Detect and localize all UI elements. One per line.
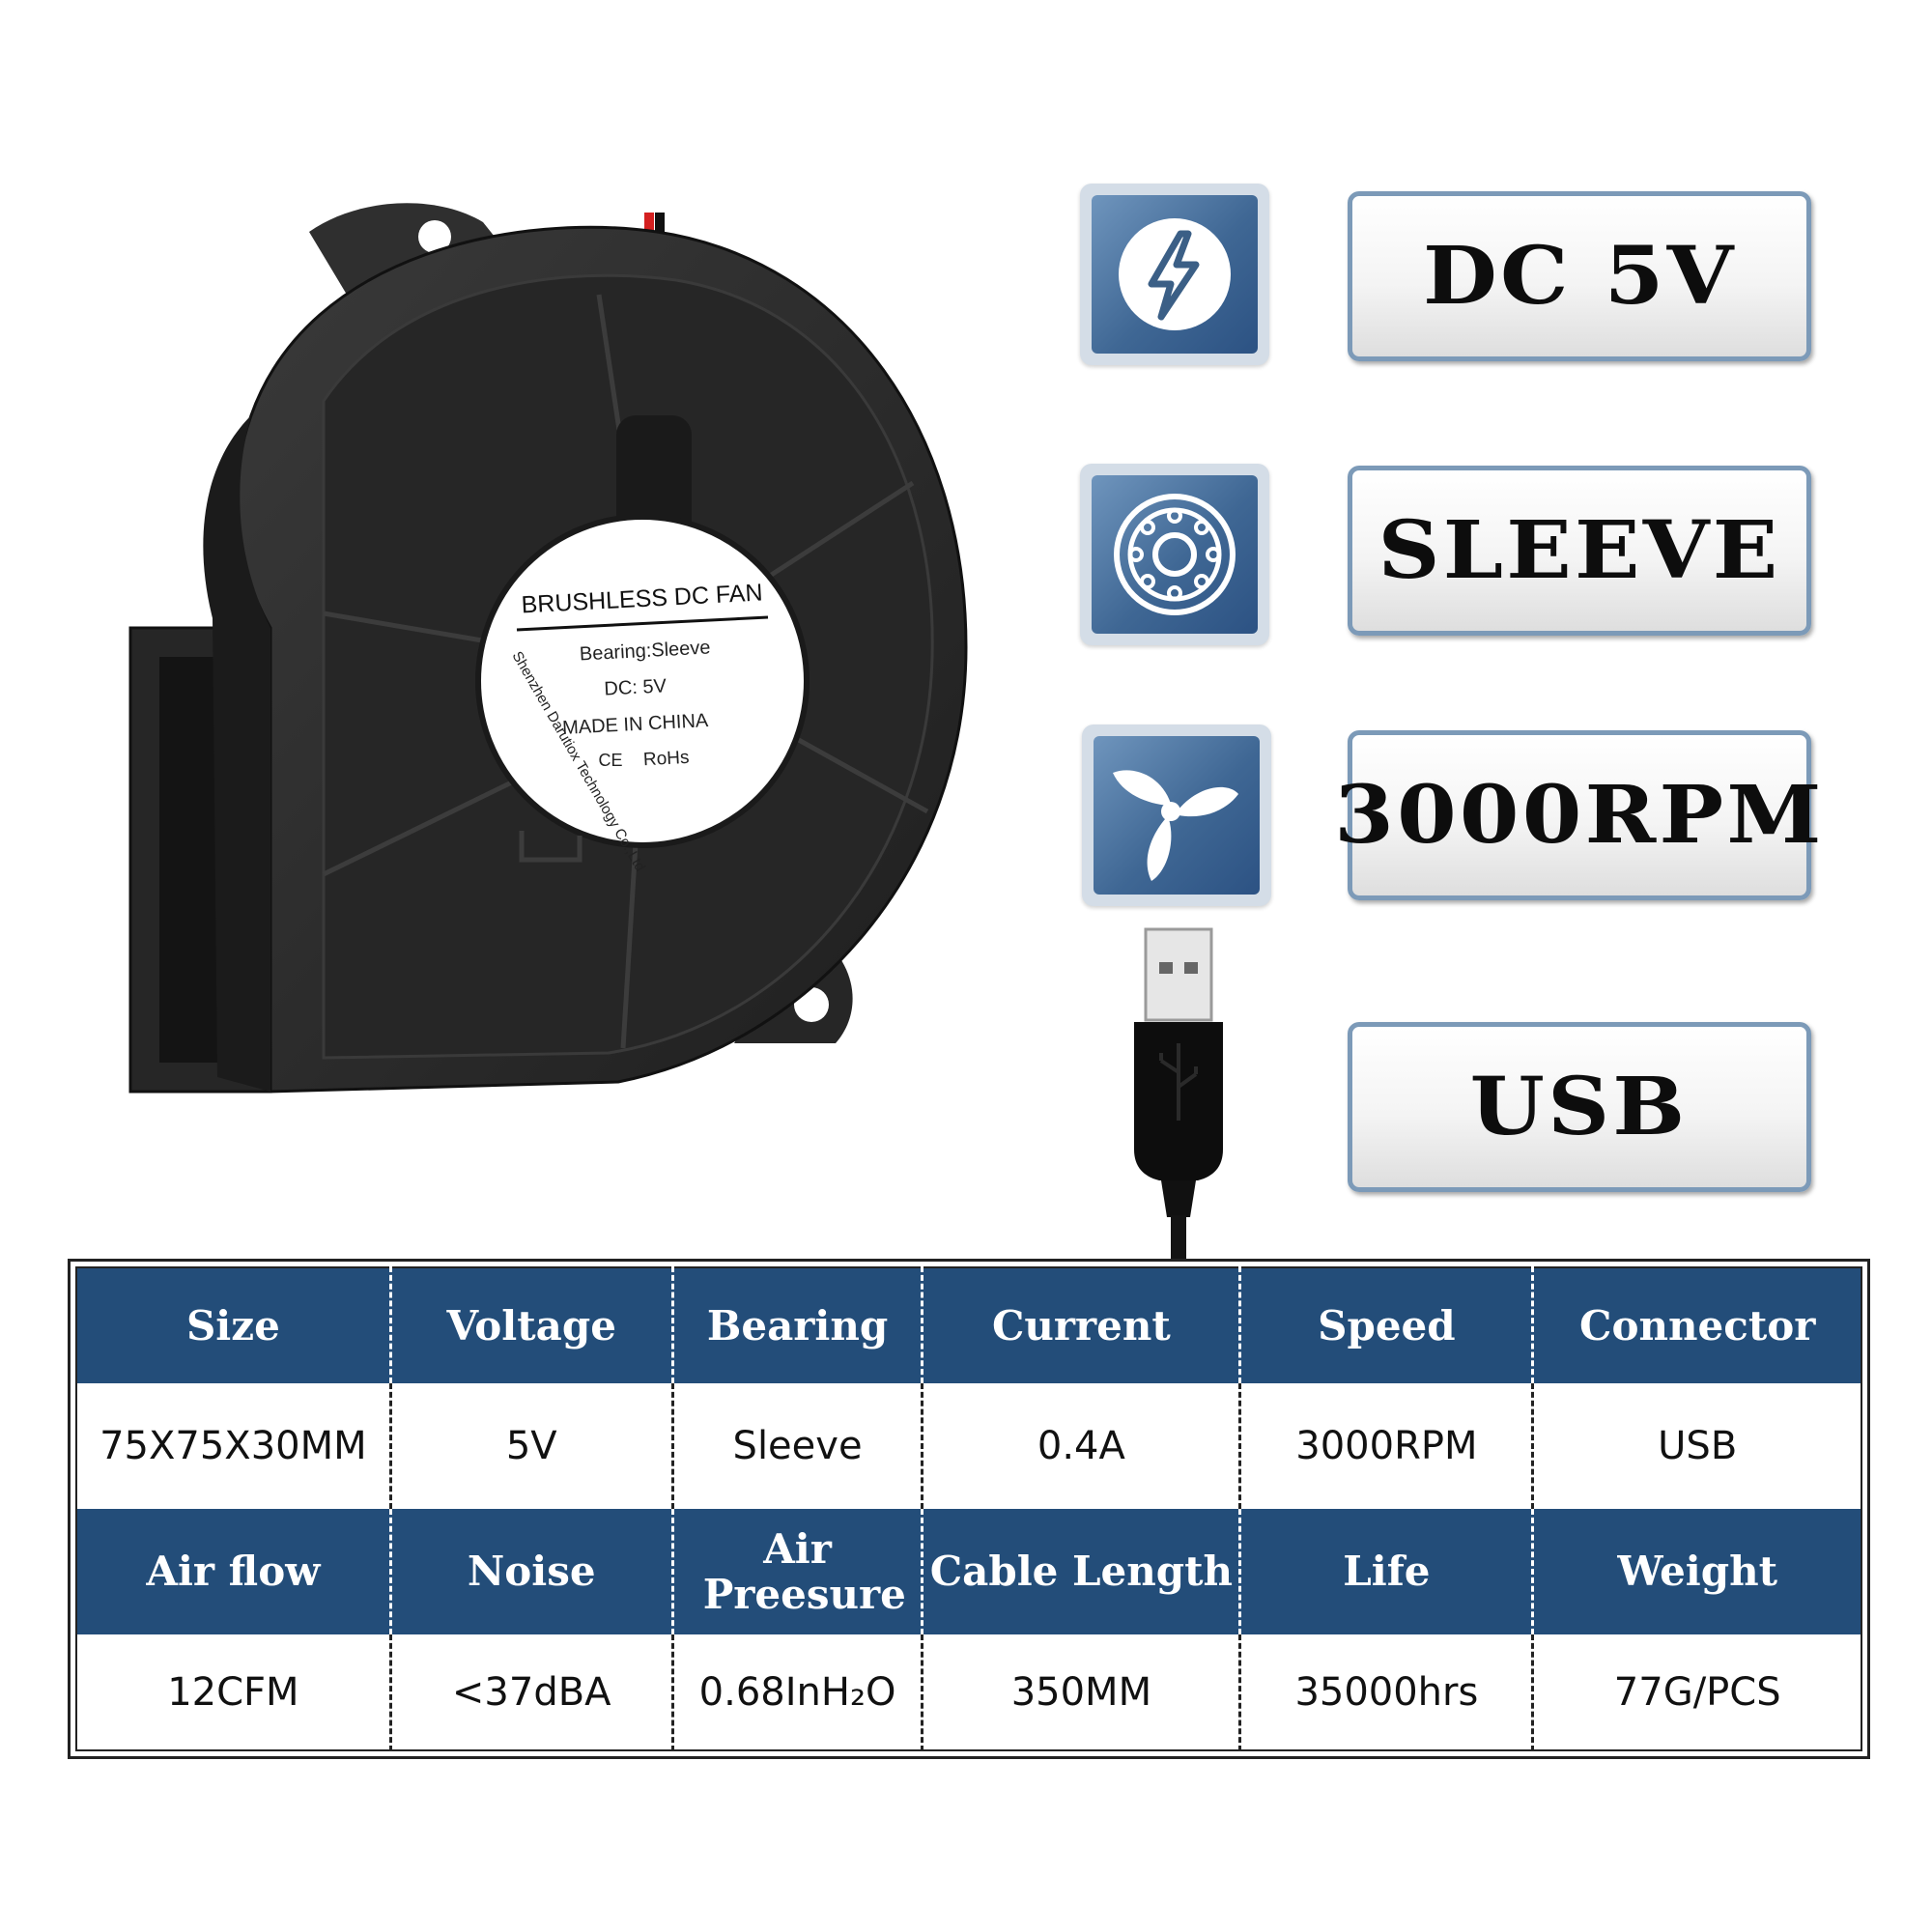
bearing-icon: [1114, 494, 1236, 615]
spec-value-cell: USB: [1531, 1383, 1861, 1509]
spec-header-cell: Size: [76, 1267, 391, 1383]
spec-header-cell: Current: [921, 1267, 1240, 1383]
spec-value-cell: 0.68InH₂O: [670, 1634, 923, 1750]
spec-header-row: Size Voltage Bearing Current Speed Conne…: [76, 1267, 1861, 1383]
spec-value-cell: <37dBA: [388, 1634, 673, 1750]
spec-value-row: 12CFM <37dBA 0.68InH₂O 350MM 35000hrs 77…: [76, 1634, 1861, 1750]
spec-value-row: 75X75X30MM 5V Sleeve 0.4A 3000RPM USB: [76, 1383, 1861, 1509]
speed-badge: 3000RPM: [1334, 730, 1821, 900]
fan-label-rohs: RoHs: [642, 748, 690, 770]
fan-label-voltage: DC: 5V: [604, 675, 668, 699]
spec-header-cell: Speed: [1238, 1267, 1533, 1383]
voltage-tile: [1080, 184, 1269, 365]
lightning-bolt-icon: [1119, 214, 1236, 330]
spec-value-cell: Sleeve: [670, 1383, 923, 1509]
spec-header-cell: Noise: [388, 1509, 673, 1634]
spec-header-cell: Air flow: [76, 1509, 391, 1634]
spec-header-cell: Air Preesure: [670, 1509, 923, 1634]
usb-plug-icon: [1134, 927, 1223, 1259]
bearing-tile: [1080, 464, 1269, 645]
bearing-badge: SLEEVE: [1348, 466, 1811, 636]
spec-value-cell: 5V: [388, 1383, 673, 1509]
spec-value-cell: 3000RPM: [1238, 1383, 1533, 1509]
spec-header-cell: Connector: [1531, 1267, 1861, 1383]
spec-header-cell: Life: [1238, 1509, 1533, 1634]
spec-table: Size Voltage Bearing Current Speed Conne…: [75, 1266, 1862, 1751]
spec-value-cell: 350MM: [921, 1634, 1240, 1750]
spec-value-cell: 35000hrs: [1238, 1634, 1533, 1750]
voltage-badge: DC 5V: [1348, 191, 1811, 361]
connector-badge-text: USB: [1470, 1061, 1689, 1153]
voltage-badge-text: DC 5V: [1422, 230, 1737, 323]
speed-badge-text: 3000RPM: [1334, 769, 1825, 862]
spec-header-cell: Cable Length: [921, 1509, 1240, 1634]
fan-label-ce: CE: [598, 751, 622, 770]
connector-badge: USB: [1348, 1022, 1811, 1192]
spec-header-cell: Weight: [1531, 1509, 1861, 1634]
blower-fan-image: BRUSHLESS DC FAN Bearing:Sleeve DC: 5V M…: [128, 203, 968, 1094]
spec-value-cell: 0.4A: [921, 1383, 1240, 1509]
spec-header-row: Air flow Noise Air Preesure Cable Length…: [76, 1509, 1861, 1634]
spec-value-cell: 77G/PCS: [1531, 1634, 1861, 1750]
fan-propeller-icon: [1113, 770, 1238, 881]
spec-table-frame: Size Voltage Bearing Current Speed Conne…: [68, 1259, 1870, 1759]
spec-header-cell: Voltage: [388, 1267, 673, 1383]
spec-header-cell: Bearing: [670, 1267, 923, 1383]
speed-tile: [1082, 724, 1271, 906]
spec-value-cell: 75X75X30MM: [76, 1383, 391, 1509]
spec-value-cell: 12CFM: [76, 1634, 391, 1750]
bearing-badge-text: SLEEVE: [1378, 504, 1781, 597]
